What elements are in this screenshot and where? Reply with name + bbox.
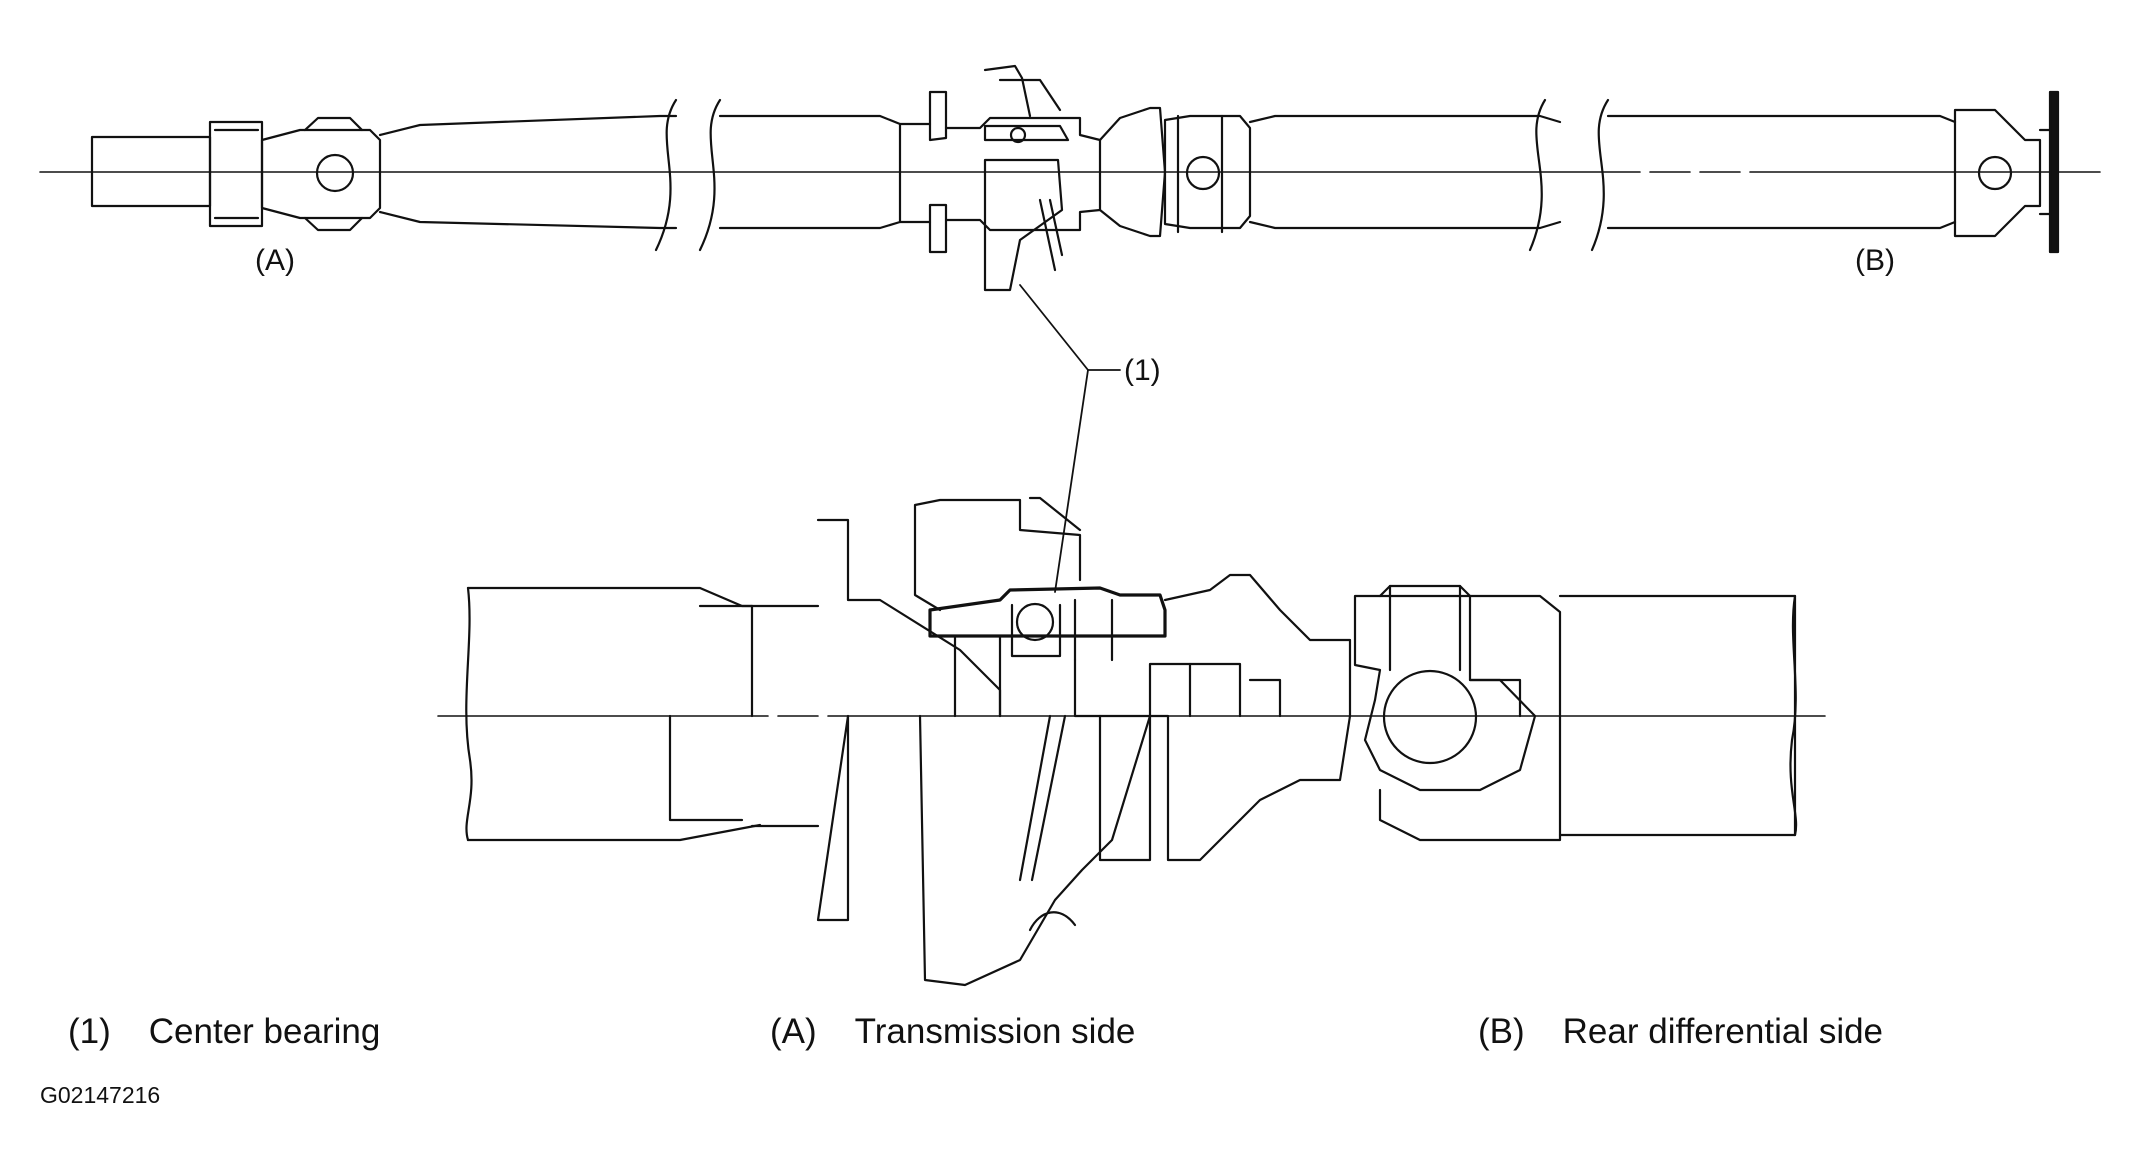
callout-1: (1) [1124, 354, 1161, 387]
legend-key: (A) [770, 1012, 817, 1051]
detail-lower-housing [918, 714, 1152, 987]
legend-text: Center bearing [148, 1012, 381, 1051]
middle-universal-joint [1163, 114, 1252, 230]
legend-key: (1) [68, 1012, 111, 1051]
overview-shaft [39, 64, 2101, 292]
detail-bracket [913, 498, 1082, 612]
detail-bearing-housing [928, 586, 1167, 638]
callout-b: (B) [1855, 244, 1895, 277]
legend-item-1: (1) Center bearing [68, 1012, 380, 1052]
figure-code: G02147216 [40, 1082, 161, 1108]
legend-key: (B) [1478, 1012, 1525, 1051]
detail-center-bearing [437, 496, 1826, 987]
detail-flange [816, 518, 1002, 922]
rear-differential-flange [1953, 108, 2042, 238]
legend-item-b: (B) Rear differential side [1478, 1012, 1883, 1052]
legend-text: Transmission side [854, 1012, 1136, 1051]
legend-item-a: (A) Transmission side [770, 1012, 1135, 1052]
rear-tube [1248, 114, 1562, 230]
detail-front-tube [466, 586, 762, 842]
detail-bearing-ball [1015, 602, 1055, 642]
legend-text: Rear differential side [1562, 1012, 1884, 1051]
overview-center-bearing [898, 64, 1167, 292]
detail-slip-yoke [1163, 573, 1352, 718]
front-universal-joint [260, 128, 382, 220]
center-bearing-leaders [1019, 284, 1121, 593]
callout-a: (A) [255, 244, 295, 277]
